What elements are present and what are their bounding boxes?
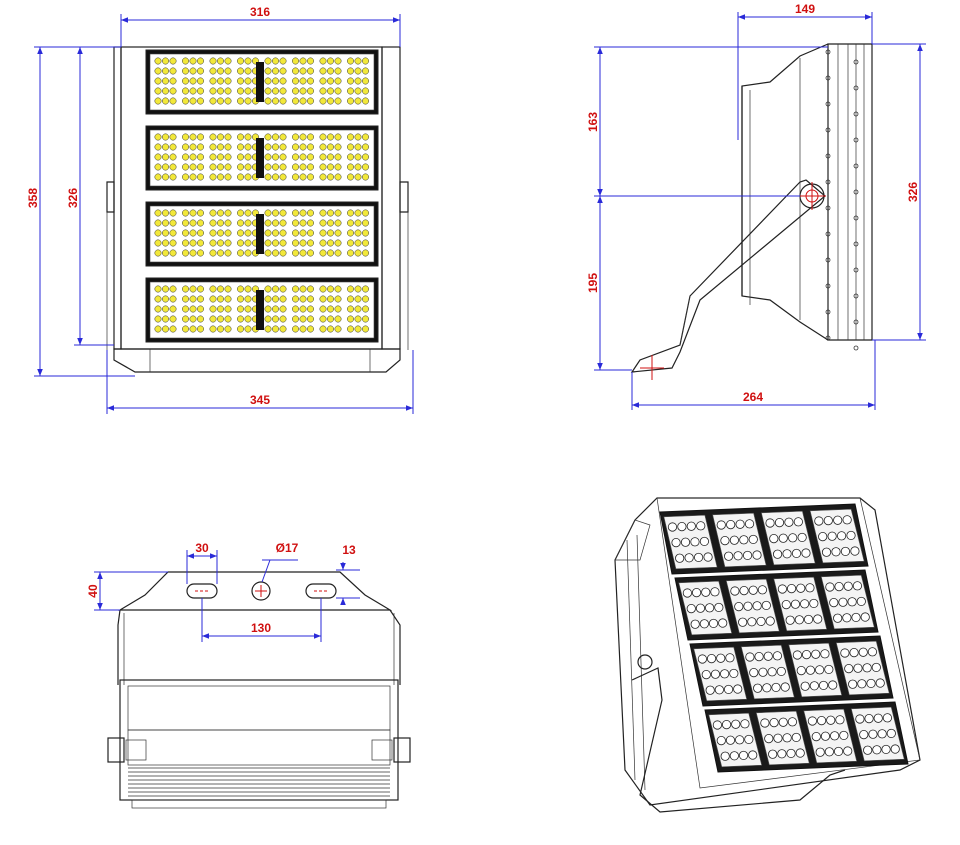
bracket-slot-spacing-label: 130 xyxy=(251,621,271,635)
isometric-view xyxy=(614,497,921,813)
side-total-depth-label: 264 xyxy=(743,390,763,404)
side-fin-details xyxy=(825,49,859,351)
iso-led-module xyxy=(659,503,869,575)
front-view: 316 358 326 345 xyxy=(26,5,414,414)
side-lower-height-label: 195 xyxy=(586,273,600,293)
side-mounting-arm xyxy=(630,179,826,373)
front-height-total-label: 358 xyxy=(26,188,40,208)
iso-led-modules xyxy=(659,503,909,773)
bracket-hole-diameter-label: Ø17 xyxy=(276,541,299,555)
side-heatsink-body xyxy=(827,43,873,341)
bracket-slot-width-label: 30 xyxy=(195,541,209,555)
bracket-knob-left xyxy=(107,737,125,763)
front-led-module xyxy=(145,49,379,115)
iso-mounting-bracket xyxy=(631,667,846,813)
front-led-modules xyxy=(145,49,379,343)
iso-led-module xyxy=(674,569,879,641)
side-view: 149 163 195 326 264 xyxy=(586,2,926,410)
bracket-center-hole xyxy=(251,581,271,601)
bracket-edge-offset-label: 13 xyxy=(342,543,356,557)
front-led-module xyxy=(145,201,379,267)
front-width-total-label: 345 xyxy=(250,393,270,407)
iso-led-module xyxy=(704,701,909,773)
front-bottom-bracket xyxy=(113,348,401,373)
front-led-module xyxy=(145,125,379,191)
front-led-module xyxy=(145,277,379,343)
bracket-view-heatsink-fins xyxy=(128,767,390,797)
side-upper-height-label: 163 xyxy=(586,112,600,132)
bracket-view-housing xyxy=(119,679,399,801)
bracket-height-label: 40 xyxy=(86,584,100,598)
side-body-height-label: 326 xyxy=(906,182,920,202)
front-height-frame-label: 326 xyxy=(66,188,80,208)
bracket-knob-right xyxy=(393,737,411,763)
bracket-view: 30 Ø17 13 40 130 xyxy=(86,541,411,809)
front-width-top-label: 316 xyxy=(250,5,270,19)
side-depth-top-label: 149 xyxy=(795,2,815,16)
iso-led-module xyxy=(689,635,894,707)
iso-pivot-knob xyxy=(637,654,653,670)
